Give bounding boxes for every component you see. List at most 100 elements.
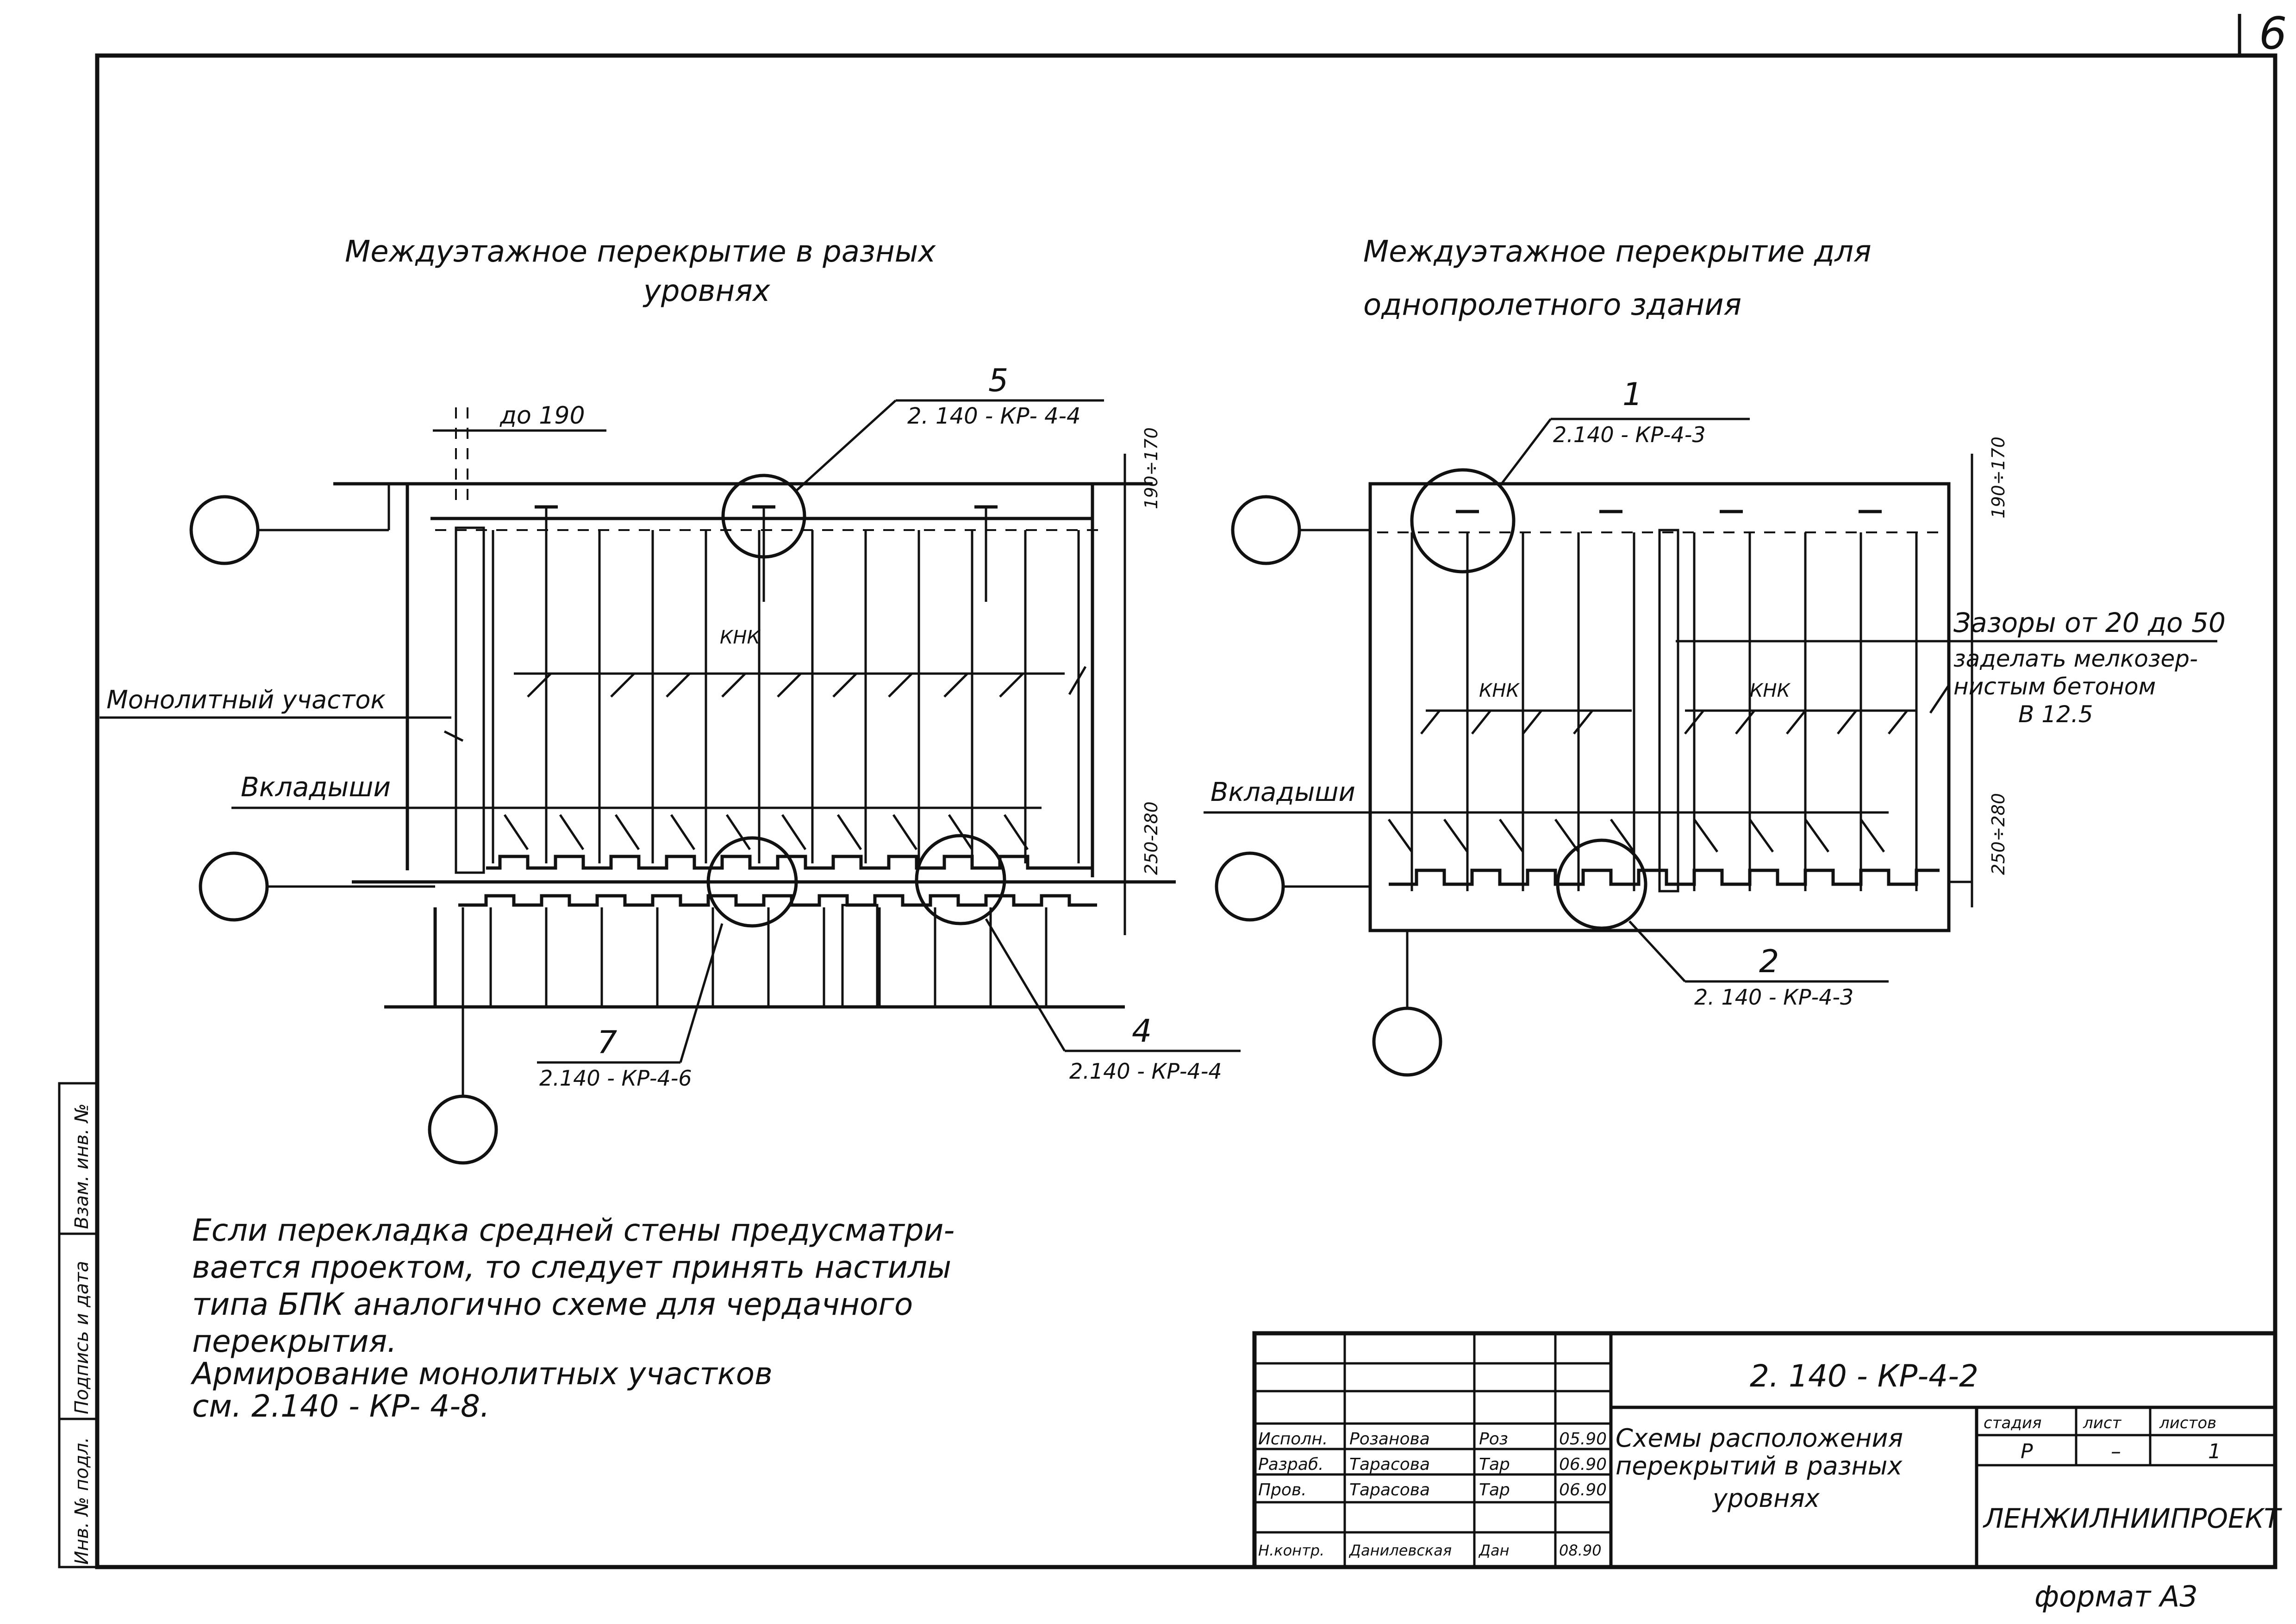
note-line-2: вается проектом, то следует принять наст… bbox=[192, 1249, 951, 1285]
callout-circle-7 bbox=[706, 836, 798, 928]
note-line-6: см. 2.140 - КР- 4-8. bbox=[192, 1388, 490, 1424]
format-label: формат А3 bbox=[2034, 1580, 2198, 1613]
left-drawing: Междуэтажное перекрытие в разных уровнях… bbox=[100, 235, 1241, 1165]
row2-date: 06.90 bbox=[1559, 1455, 1607, 1474]
side-stamp-replace: Взам. инв. № bbox=[71, 1103, 93, 1229]
support-line-left-lower bbox=[458, 894, 1097, 907]
row1-sign: Роз bbox=[1479, 1430, 1508, 1449]
right-title-line2: однопролетного здания bbox=[1363, 288, 1741, 322]
row3-sign: Тар bbox=[1479, 1480, 1510, 1499]
support-line-left-upper bbox=[486, 855, 1092, 870]
row3-role: Пров. bbox=[1258, 1480, 1307, 1499]
callout-1-number: 1 bbox=[1622, 376, 1642, 413]
callout-circle-5 bbox=[721, 474, 806, 559]
row4-name: Данилевская bbox=[1348, 1542, 1452, 1559]
axis-bubble-left-1 bbox=[189, 495, 260, 565]
callout-5-ref: 2. 140 - КР- 4-4 bbox=[907, 403, 1081, 429]
slab-ribs-left bbox=[492, 530, 1080, 863]
row1-name: Розанова bbox=[1349, 1430, 1430, 1449]
left-label-inserts: Вкладыши bbox=[241, 771, 391, 803]
row4-role: Н.контр. bbox=[1258, 1542, 1324, 1559]
note-line-4: перекрытия. bbox=[192, 1324, 397, 1359]
note-line-3: типа БПК аналогично схеме для чердачного bbox=[192, 1287, 913, 1322]
note-line-1: Если перекладка средней стены предусматр… bbox=[192, 1212, 955, 1248]
val-sheets: 1 bbox=[2208, 1440, 2221, 1463]
insert-ticks-left bbox=[503, 814, 1029, 850]
right-plan-outline bbox=[1368, 482, 1951, 932]
right-drawing: Междуэтажное перекрытие для однопролетно… bbox=[1204, 235, 2226, 1077]
doc-title-line2: перекрытий в разных bbox=[1616, 1451, 1903, 1480]
callout-circle-1 bbox=[1410, 468, 1516, 574]
row2-role: Разраб. bbox=[1258, 1455, 1323, 1474]
knk-ticks-right bbox=[1420, 710, 1908, 735]
callout-5-number: 5 bbox=[988, 362, 1008, 399]
side-stamp-inv-no: Инв. № подл. bbox=[71, 1437, 93, 1565]
left-title-line1: Междуэтажное перекрытие в разных bbox=[345, 235, 936, 269]
page-number: 6 bbox=[2259, 8, 2287, 59]
left-label-knk: КНК bbox=[720, 627, 761, 648]
val-sheet: – bbox=[2111, 1440, 2121, 1463]
right-label-inserts: Вкладыши bbox=[1210, 777, 1355, 807]
note-line-5: Армирование монолитных участков bbox=[190, 1356, 773, 1392]
knk-ticks-left bbox=[527, 673, 1024, 698]
row2-name: Тарасова bbox=[1349, 1455, 1430, 1474]
sheet-frame bbox=[95, 53, 2277, 1569]
hdr-sheet: лист bbox=[2083, 1414, 2122, 1432]
callout-2-number: 2 bbox=[1759, 943, 1779, 980]
title-block-grid bbox=[1254, 1333, 1611, 1567]
callout-7-ref: 2.140 - КР-4-6 bbox=[539, 1066, 692, 1091]
side-stamp: Инв. № подл. Подпись и дата Взам. инв. № bbox=[58, 1082, 99, 1568]
title-block: 2. 140 - КР-4-2 Схемы расположения перек… bbox=[1252, 1331, 2283, 1569]
row3-name: Тарасова bbox=[1349, 1480, 1430, 1499]
val-stage: Р bbox=[2021, 1440, 2033, 1463]
callout-circle-2 bbox=[1556, 838, 1647, 930]
gaps-note-1: Зазоры от 20 до 50 bbox=[1953, 607, 2226, 638]
axis-bubble-right-3 bbox=[1372, 1006, 1442, 1077]
axis-bubble-right-1 bbox=[1231, 495, 1301, 565]
monolith-strip bbox=[455, 526, 485, 874]
hdr-stage: стадия bbox=[1984, 1414, 2041, 1432]
label-monolith: Монолитный участок bbox=[106, 685, 386, 714]
right-monolith-strip bbox=[1658, 529, 1679, 893]
axis-bubble-right-2 bbox=[1215, 851, 1285, 922]
left-dim-top: до 190 bbox=[499, 402, 585, 430]
right-dim-right-top: 190÷170 bbox=[1988, 437, 2009, 518]
insert-ticks-right bbox=[1387, 818, 1885, 853]
row1-role: Исполн. bbox=[1258, 1430, 1328, 1449]
doc-title-line1: Схемы расположения bbox=[1616, 1424, 1903, 1453]
anchors-top-left bbox=[535, 505, 998, 602]
support-line-right bbox=[1389, 868, 1940, 886]
callout-1-ref: 2.140 - КР-4-3 bbox=[1553, 422, 1706, 447]
doc-code: 2. 140 - КР-4-2 bbox=[1750, 1358, 1978, 1394]
right-label-knk-1: КНК bbox=[1479, 680, 1520, 701]
row3-date: 06.90 bbox=[1559, 1480, 1607, 1499]
row1-date: 05.90 bbox=[1559, 1430, 1607, 1449]
callout-4-number: 4 bbox=[1132, 1013, 1152, 1049]
callout-4-ref: 2.140 - КР-4-4 bbox=[1069, 1059, 1222, 1084]
left-dim-right-bot: 250-280 bbox=[1141, 801, 1161, 875]
org-name: ЛЕНЖИЛНИИПРОЕКТ bbox=[1983, 1503, 2283, 1534]
side-stamp-signature: Подпись и дата bbox=[71, 1261, 93, 1414]
notes-block: Если перекладка средней стены предусматр… bbox=[190, 1212, 955, 1424]
left-title-line2: уровнях bbox=[643, 274, 771, 308]
right-title-line1: Междуэтажное перекрытие для bbox=[1363, 235, 1872, 269]
row2-sign: Тар bbox=[1479, 1455, 1510, 1474]
axis-bubble-left-2 bbox=[199, 851, 269, 922]
doc-title-line3: уровнях bbox=[1712, 1484, 1820, 1513]
right-label-knk-2: КНК bbox=[1750, 680, 1791, 701]
row4-sign: Дан bbox=[1478, 1542, 1510, 1559]
row4-date: 08.90 bbox=[1559, 1542, 1602, 1559]
right-dim-right-bot: 250÷280 bbox=[1988, 793, 2009, 875]
axis-bubble-left-3 bbox=[428, 1094, 498, 1165]
gaps-note-3: нистым бетоном bbox=[1953, 673, 2156, 700]
callout-7-number: 7 bbox=[597, 1024, 617, 1061]
callout-2-ref: 2. 140 - КР-4-3 bbox=[1694, 985, 1853, 1010]
left-dim-right-top: 190÷170 bbox=[1141, 427, 1161, 509]
gaps-note-4: В 12.5 bbox=[2018, 701, 2093, 728]
hdr-sheets: листов bbox=[2159, 1414, 2216, 1432]
gaps-note-2: заделать мелкозер- bbox=[1953, 645, 2198, 672]
side-stamp-box bbox=[58, 1082, 99, 1568]
callout-circle-4 bbox=[915, 834, 1006, 925]
monolith-strip-lower bbox=[841, 904, 879, 1008]
